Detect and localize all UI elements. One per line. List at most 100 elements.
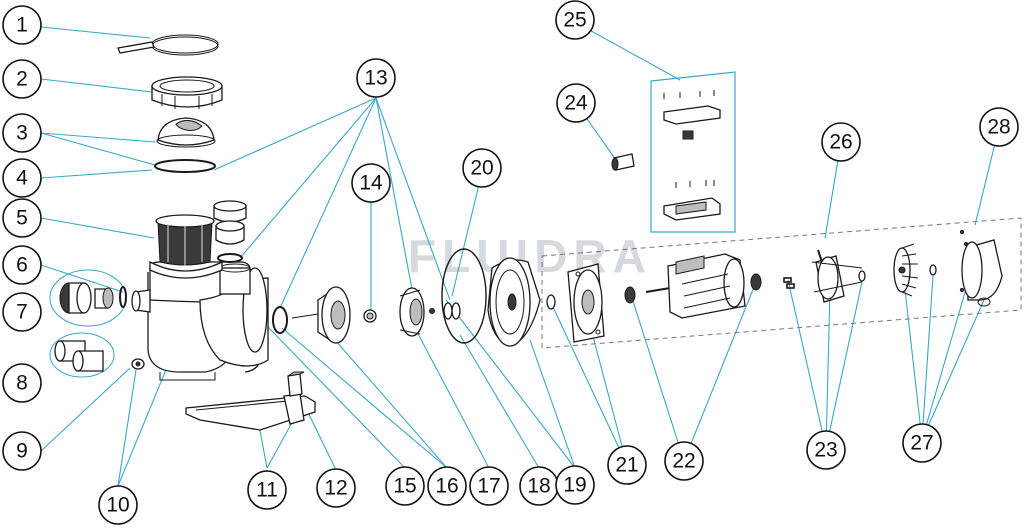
leader-17 xyxy=(415,329,490,469)
callout-6: 6 xyxy=(2,245,42,285)
callout-21-label: 21 xyxy=(615,454,638,477)
part-12-support xyxy=(287,371,305,397)
leader-16b xyxy=(334,339,448,469)
leader-23b xyxy=(825,289,831,449)
leader-18 xyxy=(459,334,540,469)
callout-11: 11 xyxy=(247,470,287,510)
leader-9 xyxy=(40,367,131,452)
part-motor-flange xyxy=(567,263,605,343)
callout-10: 10 xyxy=(98,485,138,525)
callout-4: 4 xyxy=(2,158,42,198)
leader-1 xyxy=(40,26,151,39)
callout-8-label: 8 xyxy=(16,372,28,395)
callout-2-label: 2 xyxy=(16,68,28,91)
part-22-bearing-front xyxy=(624,286,636,304)
leader-2 xyxy=(40,78,153,93)
callout-24-label: 24 xyxy=(564,92,588,115)
callout-9: 9 xyxy=(2,431,42,471)
leader-16a xyxy=(281,327,448,469)
callout-8: 8 xyxy=(2,363,42,403)
part-20-mechanical-seal xyxy=(443,302,461,320)
callout-15: 15 xyxy=(385,466,425,506)
part-motor xyxy=(645,253,746,319)
part-10-pump-body xyxy=(131,261,269,381)
leader-21b xyxy=(589,324,628,466)
part-26-screws xyxy=(817,249,823,263)
leader-19a xyxy=(529,339,576,469)
leader-22b xyxy=(683,286,755,462)
leader-27b xyxy=(921,275,934,441)
leader-20 xyxy=(451,171,483,297)
part-5-strainer-basket xyxy=(149,214,223,279)
leader-13d xyxy=(375,97,415,301)
callout-22: 22 xyxy=(664,441,704,481)
callout-17-label: 17 xyxy=(477,475,500,498)
callout-20-label: 20 xyxy=(470,157,493,180)
callout-28-label: 28 xyxy=(987,116,1010,139)
callout-14: 14 xyxy=(351,163,391,203)
callout-25-label: 25 xyxy=(563,9,586,32)
callout-5: 5 xyxy=(2,198,42,238)
callout-24: 24 xyxy=(556,83,596,123)
part-union-top xyxy=(213,200,247,263)
callout-4-label: 4 xyxy=(16,167,28,190)
callout-28: 28 xyxy=(979,107,1019,147)
callout-19: 19 xyxy=(555,465,595,505)
part-14-nut xyxy=(363,309,377,323)
leader-24 xyxy=(584,115,617,161)
leader-27d xyxy=(921,299,985,441)
callout-27: 27 xyxy=(902,423,942,463)
callout-20: 20 xyxy=(462,148,502,188)
callout-10-label: 10 xyxy=(106,494,129,517)
callout-11-label: 11 xyxy=(256,479,278,502)
motor-assembly-outline xyxy=(541,217,1022,349)
leader-22a xyxy=(631,297,685,462)
part-9-drain-plug xyxy=(131,358,145,370)
leader-27c xyxy=(921,281,969,441)
callout-22-label: 22 xyxy=(672,450,695,473)
leader-21a xyxy=(551,304,628,466)
callout-5-label: 5 xyxy=(16,207,28,230)
leader-3b xyxy=(40,132,156,166)
callout-13: 13 xyxy=(356,58,396,98)
callout-16: 16 xyxy=(427,466,467,506)
callout-3: 3 xyxy=(2,113,42,153)
callout-26-label: 26 xyxy=(829,131,852,154)
callout-27-label: 27 xyxy=(910,432,933,455)
callout-9-label: 9 xyxy=(16,440,28,463)
leader-25 xyxy=(574,21,681,81)
leader-13b xyxy=(239,97,377,259)
part-1-lid-key xyxy=(117,34,219,56)
part-3-lid xyxy=(156,117,216,148)
callout-14-label: 14 xyxy=(359,172,383,195)
part-23-rear-cover xyxy=(783,255,866,303)
callout-7-label: 7 xyxy=(16,301,28,324)
leader-13e xyxy=(375,97,451,301)
leader-5 xyxy=(40,217,155,239)
callout-25: 25 xyxy=(555,0,595,40)
part-28-fan-cover xyxy=(959,229,1003,307)
parts xyxy=(49,34,1022,431)
leader-4 xyxy=(40,169,153,179)
part-4-lid-oring xyxy=(154,159,216,173)
callout-12: 12 xyxy=(316,468,356,508)
part-17-impeller xyxy=(399,287,435,337)
callout-2: 2 xyxy=(2,59,42,99)
callout-7: 7 xyxy=(2,292,42,332)
part-13-oring xyxy=(272,306,288,334)
callout-6-label: 6 xyxy=(16,254,28,277)
leader-6 xyxy=(40,264,124,293)
callout-12-label: 12 xyxy=(324,477,347,500)
part-16-diffuser xyxy=(291,286,351,344)
part-fan xyxy=(893,243,919,297)
leader-27a xyxy=(902,271,923,441)
callout-16-label: 16 xyxy=(435,475,458,498)
callout-3-label: 3 xyxy=(16,122,28,145)
callout-18-label: 18 xyxy=(527,475,550,498)
leader-13a xyxy=(213,97,377,171)
leader-23a xyxy=(787,279,827,449)
leader-10b xyxy=(117,347,176,487)
part-19-seal-plate xyxy=(487,257,541,347)
